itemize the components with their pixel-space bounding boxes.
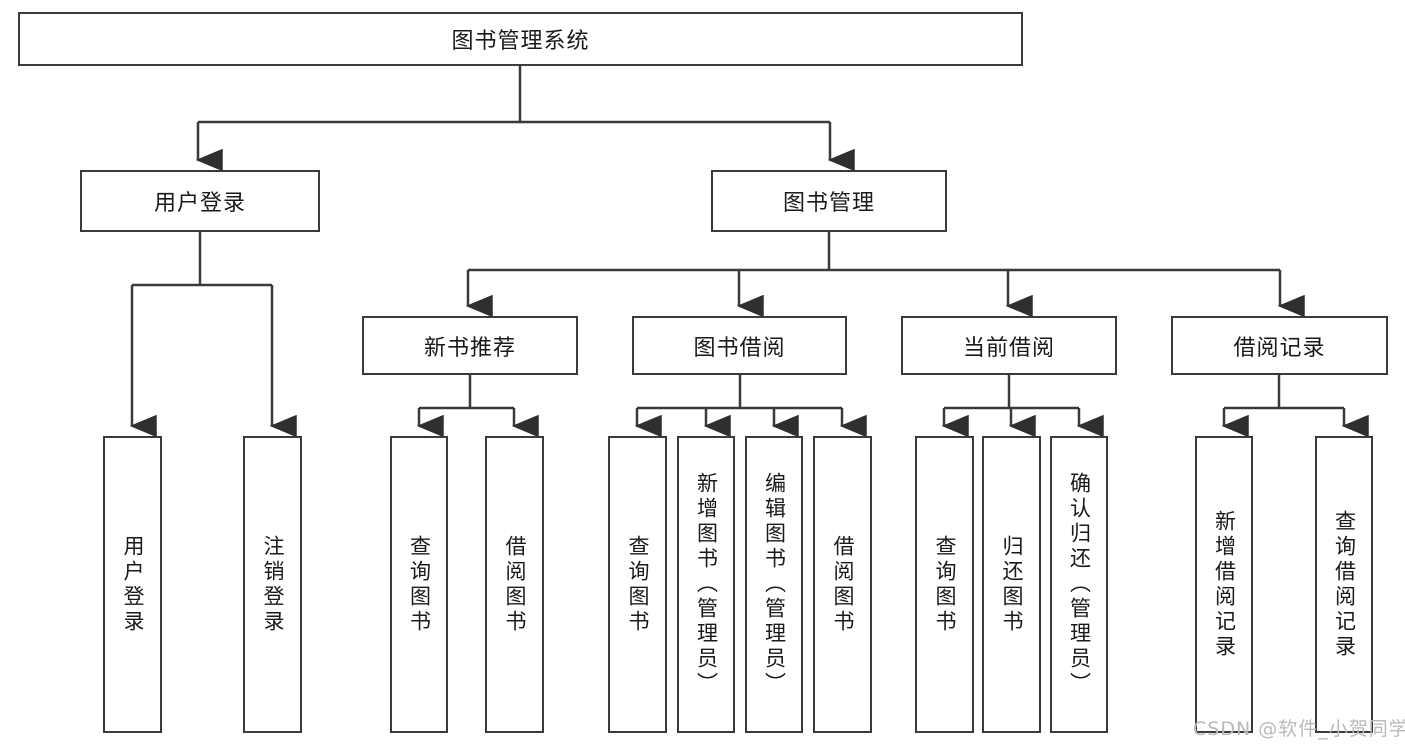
leaf-user-login[interactable]: 用户登录 (103, 436, 162, 733)
leaf-borrow-book-recommend-label: 借阅图书 (503, 534, 527, 635)
leaf-query-book-current-label: 查询图书 (933, 534, 957, 635)
leaf-query-book-current[interactable]: 查询图书 (915, 436, 974, 733)
node-root[interactable]: 图书管理系统 (18, 12, 1023, 66)
csdn-watermark: CSDN @软件_小贺同学 (1193, 718, 1405, 740)
leaf-query-book-recommend-label: 查询图书 (407, 534, 432, 635)
leaf-borrow-book-label: 借阅图书 (831, 534, 855, 635)
leaf-query-book-recommend[interactable]: 查询图书 (390, 436, 448, 733)
node-user-login-label: 用户登录 (153, 191, 246, 216)
leaf-return-book[interactable]: 归还图书 (982, 436, 1041, 733)
leaf-query-borrow-record[interactable]: 查询借阅记录 (1315, 436, 1373, 733)
leaf-query-borrow-record-label: 查询借阅记录 (1332, 509, 1357, 660)
leaf-user-logout-label: 注销登录 (261, 534, 285, 635)
node-book-management[interactable]: 图书管理 (711, 170, 947, 232)
node-borrow-record[interactable]: 借阅记录 (1171, 316, 1388, 375)
leaf-edit-book-admin[interactable]: 编辑图书（管理员） (745, 436, 803, 733)
leaf-add-book-admin[interactable]: 新增图书（管理员） (677, 436, 735, 733)
node-book-management-label: 图书管理 (782, 191, 875, 216)
node-root-label: 图书管理系统 (451, 29, 590, 54)
leaf-borrow-book[interactable]: 借阅图书 (813, 436, 872, 733)
leaf-add-book-admin-label: 新增图书（管理员） (694, 472, 719, 697)
node-user-login[interactable]: 用户登录 (80, 170, 320, 232)
leaf-add-borrow-record[interactable]: 新增借阅记录 (1195, 436, 1253, 733)
leaf-user-login-label: 用户登录 (121, 534, 145, 635)
node-book-borrow[interactable]: 图书借阅 (632, 316, 847, 375)
leaf-borrow-book-recommend[interactable]: 借阅图书 (485, 436, 544, 733)
node-borrow-record-label: 借阅记录 (1233, 335, 1326, 361)
leaf-add-borrow-record-label: 新增借阅记录 (1212, 509, 1237, 660)
leaf-confirm-return-admin-label: 确认归还（管理员） (1067, 472, 1092, 697)
leaf-query-book-borrow-label: 查询图书 (626, 534, 650, 635)
node-current-borrow[interactable]: 当前借阅 (901, 316, 1117, 375)
leaf-confirm-return-admin[interactable]: 确认归还（管理员） (1050, 436, 1108, 733)
leaf-return-book-label: 归还图书 (1000, 534, 1024, 635)
leaf-edit-book-admin-label: 编辑图书（管理员） (762, 472, 787, 697)
node-new-book-recommend[interactable]: 新书推荐 (362, 316, 578, 375)
leaf-user-logout[interactable]: 注销登录 (243, 436, 302, 733)
node-book-borrow-label: 图书借阅 (693, 335, 786, 361)
node-new-book-recommend-label: 新书推荐 (423, 335, 516, 361)
node-current-borrow-label: 当前借阅 (962, 335, 1055, 361)
leaf-query-book-borrow[interactable]: 查询图书 (608, 436, 667, 733)
